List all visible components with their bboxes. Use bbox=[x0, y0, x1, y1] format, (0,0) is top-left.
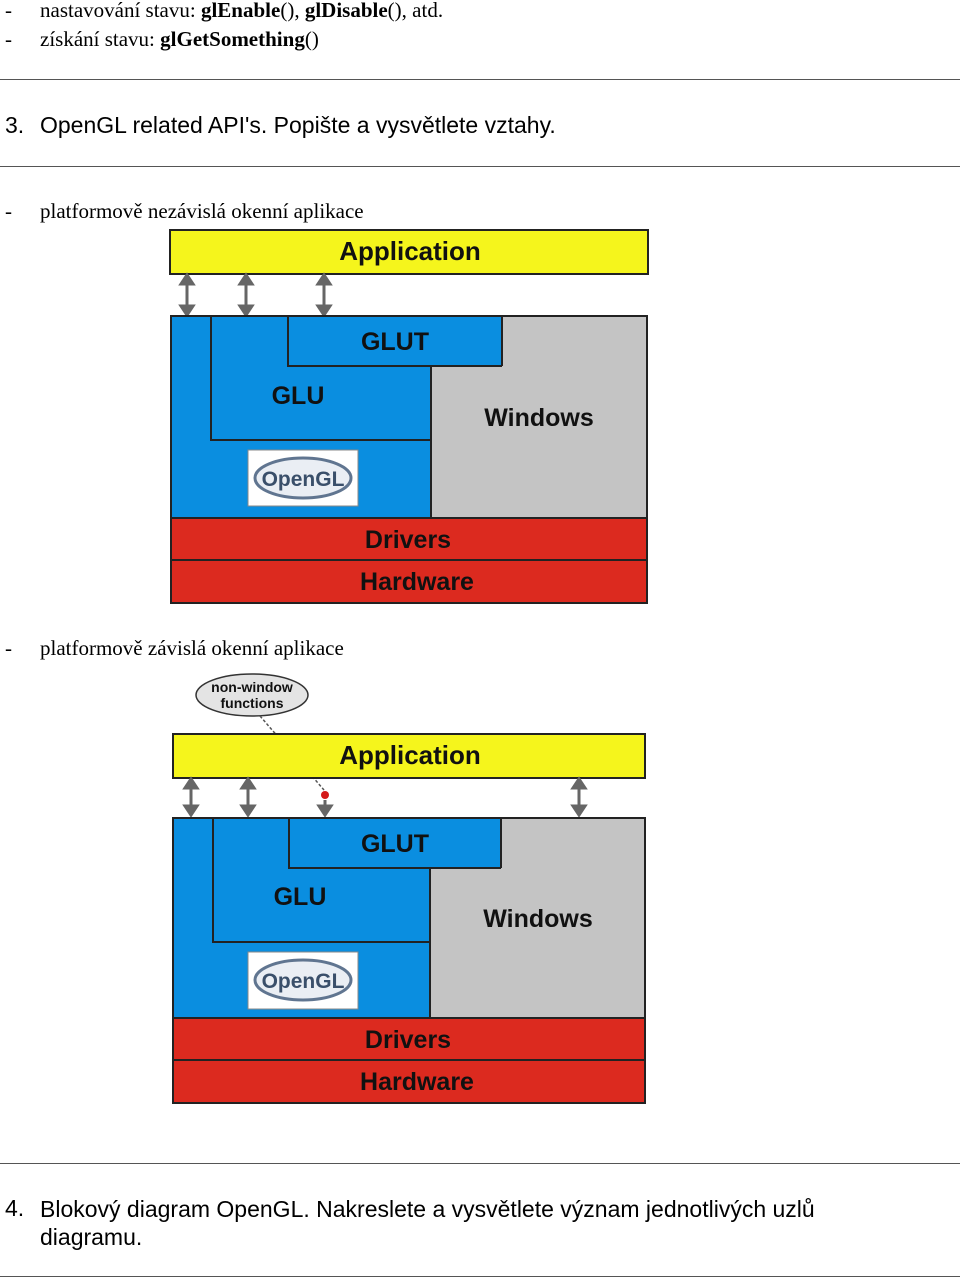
glu-label: GLU bbox=[272, 382, 325, 410]
code-gldisable: glDisable bbox=[304, 0, 388, 22]
question-text: OpenGL related API's. Popište a vysvětle… bbox=[40, 112, 556, 138]
drivers-block bbox=[172, 1017, 646, 1061]
section-text: platformově závislá okenní aplikace bbox=[40, 636, 344, 660]
list-item-text: získání stavu: glGetSomething() bbox=[40, 27, 319, 52]
hardware-label: Hardware bbox=[360, 568, 474, 596]
windows-block bbox=[429, 867, 646, 1019]
list-dash: - bbox=[5, 27, 12, 51]
divider bbox=[0, 79, 960, 80]
bubble-line-2: functions bbox=[221, 695, 284, 711]
opengl-api-diagram-dependent: non-window functions Application GLUT GL… bbox=[172, 673, 646, 1104]
divider bbox=[0, 1163, 960, 1164]
opengl-logo-text: OpenGL bbox=[262, 468, 345, 491]
glut-label: GLUT bbox=[361, 328, 429, 356]
callout-dot bbox=[321, 791, 329, 799]
opengl-logo-text: OpenGL bbox=[262, 970, 345, 993]
text-prefix: získání stavu: bbox=[40, 27, 161, 51]
opengl-api-diagram-independent: Application GLUT GLU Windows OpenGL Driv… bbox=[169, 229, 649, 604]
windows-block-top bbox=[500, 817, 646, 869]
question-number: 3. bbox=[5, 112, 25, 138]
windows-label: Windows bbox=[484, 404, 594, 432]
text-prefix: nastavování stavu: bbox=[40, 0, 201, 22]
hardware-block bbox=[170, 559, 648, 604]
windows-seam bbox=[432, 365, 646, 368]
glut-gap-fill bbox=[431, 819, 501, 868]
drivers-label: Drivers bbox=[365, 1026, 451, 1054]
opengl-logo: OpenGL bbox=[247, 951, 359, 1010]
application-label: Application bbox=[339, 236, 481, 266]
list-dash: - bbox=[5, 0, 12, 22]
hardware-block bbox=[172, 1059, 646, 1104]
glut-label: GLUT bbox=[361, 830, 429, 858]
hardware-label: Hardware bbox=[360, 1068, 474, 1096]
windows-block bbox=[430, 365, 648, 519]
non-window-functions-bubble: non-window functions bbox=[195, 673, 309, 717]
application-label: Application bbox=[339, 740, 481, 770]
list-dash: - bbox=[5, 636, 12, 660]
divider bbox=[0, 1276, 960, 1277]
question-number: 4. bbox=[5, 1195, 25, 1221]
text-suffix: (), atd. bbox=[387, 0, 444, 22]
text-suffix: () bbox=[304, 27, 319, 51]
windows-block-top bbox=[501, 315, 648, 367]
windows-label: Windows bbox=[483, 905, 593, 933]
code-glenable: glEnable bbox=[200, 0, 281, 22]
windows-seam bbox=[431, 867, 644, 870]
list-dash: - bbox=[5, 199, 12, 223]
application-block bbox=[169, 229, 649, 275]
bubble-line-1: non-window bbox=[211, 679, 293, 695]
opengl-logo: OpenGL bbox=[247, 449, 359, 507]
section-text: platformově nezávislá okenní aplikace bbox=[40, 199, 364, 223]
arrow bbox=[178, 272, 333, 318]
divider bbox=[0, 166, 960, 167]
application-block bbox=[172, 733, 646, 779]
text-mid: (), bbox=[280, 0, 305, 22]
glu-label: GLU bbox=[274, 883, 327, 911]
arrow bbox=[182, 776, 588, 818]
code-glgetsomething: glGetSomething bbox=[160, 27, 305, 51]
drivers-label: Drivers bbox=[365, 526, 451, 554]
glut-gap-fill bbox=[432, 317, 502, 366]
list-item-text: nastavování stavu: glEnable(), glDisable… bbox=[40, 0, 443, 23]
question-text: Blokový diagram OpenGL. Nakreslete a vys… bbox=[40, 1196, 815, 1250]
